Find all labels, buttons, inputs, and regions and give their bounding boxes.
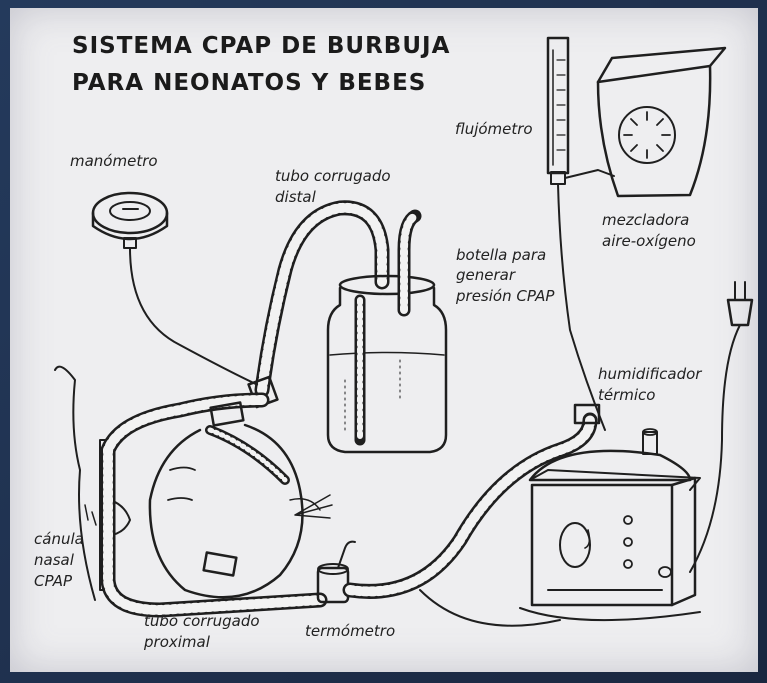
label-mezcladora-line2: aire-oxígeno xyxy=(602,232,696,251)
label-canula-line2: nasal xyxy=(34,551,74,570)
manometer-drawing xyxy=(93,193,258,385)
heater-tube xyxy=(350,405,599,591)
label-botella-line3: presión CPAP xyxy=(456,287,554,306)
label-manometro: manómetro xyxy=(70,152,158,171)
diagram-title-line1: SISTEMA CPAP DE BURBUJA xyxy=(72,33,450,59)
label-botella-line1: botella para xyxy=(456,246,546,265)
label-canula-line1: cánula xyxy=(34,530,84,549)
label-humidificador-line1: humidificador xyxy=(598,365,701,384)
label-mezcladora-line1: mezcladora xyxy=(602,211,689,230)
power-cord xyxy=(690,282,752,572)
label-tubo-distal-line1: tubo corrugado xyxy=(275,167,391,186)
label-tubo-proximal-line1: tubo corrugado xyxy=(144,612,260,631)
label-tubo-proximal-line2: proximal xyxy=(144,633,210,652)
label-humidificador-line2: térmico xyxy=(598,386,655,405)
label-canula-line3: CPAP xyxy=(34,572,72,591)
label-tubo-distal-line2: distal xyxy=(275,188,316,207)
label-botella-line2: generar xyxy=(456,266,515,285)
flowmeter-drawing xyxy=(548,38,605,430)
diagram-title-line2: PARA NEONATOS Y BEBES xyxy=(72,70,426,96)
label-termometro: termómetro xyxy=(305,622,395,641)
label-flujometro: flujómetro xyxy=(455,120,533,139)
blender-drawing xyxy=(565,48,725,196)
